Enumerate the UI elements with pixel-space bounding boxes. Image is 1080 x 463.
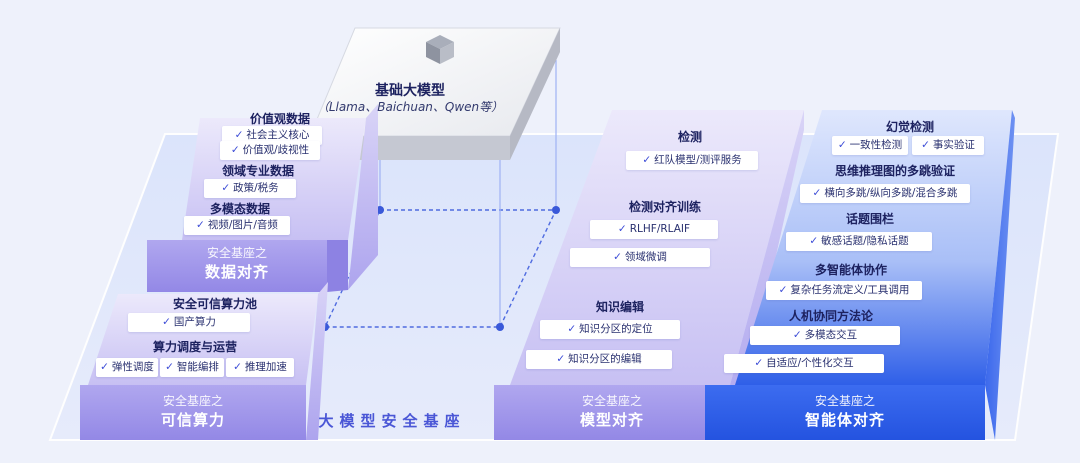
- pillar-footer: 安全基座之 智能体对齐: [804, 394, 885, 429]
- pillar-footer: 安全基座之 模型对齐: [579, 394, 644, 429]
- tag-item: ✓领域微调: [570, 248, 710, 267]
- group-heading: 检测: [677, 130, 702, 144]
- tag-item: ✓横向多跳/纵向多跳/混合多跳: [800, 184, 970, 203]
- tag-item: ✓弹性调度: [96, 358, 158, 377]
- check-icon: ✓: [617, 223, 627, 235]
- group-heading: 多模态数据: [209, 202, 270, 216]
- platform-title: 大模型安全基座: [318, 412, 466, 430]
- tag-item: ✓自适应/个性化交互: [724, 354, 884, 373]
- check-icon: ✓: [792, 329, 802, 341]
- check-icon: ✓: [234, 129, 244, 141]
- tag-item: ✓一致性检测: [832, 136, 908, 155]
- tag-item: ✓推理加速: [226, 358, 294, 377]
- check-icon: ✓: [230, 144, 240, 156]
- group-heading: 检测对齐训练: [628, 200, 701, 214]
- cube-icon: [426, 35, 454, 64]
- tag-item: ✓知识分区的编辑: [526, 350, 672, 369]
- tag-item: ✓价值观/歧视性: [220, 141, 320, 160]
- group-heading: 领域专业数据: [221, 164, 294, 178]
- check-icon: ✓: [196, 219, 205, 231]
- tag-item: ✓多模态交互: [750, 326, 900, 345]
- check-icon: ✓: [100, 361, 109, 373]
- tag-item: ✓事实验证: [912, 136, 984, 155]
- check-icon: ✓: [221, 182, 231, 194]
- pillar-footer: 安全基座之 数据对齐: [204, 246, 269, 281]
- foundation-model-subtitle: （Llama、Baichuan、Qwen等）: [316, 100, 504, 114]
- check-icon: ✓: [613, 251, 622, 263]
- tag-item: ✓国产算力: [128, 313, 250, 332]
- group-heading: 幻觉检测: [885, 120, 934, 134]
- tag-item: ✓复杂任务流定义/工具调用: [766, 281, 922, 300]
- group-heading: 算力调度与运营: [152, 340, 237, 354]
- tag-item: ✓视频/图片/音频: [184, 216, 290, 235]
- check-icon: ✓: [162, 316, 171, 328]
- check-icon: ✓: [754, 357, 764, 369]
- check-icon: ✓: [778, 284, 788, 296]
- tag-item: ✓智能编排: [160, 358, 224, 377]
- group-heading: 多智能体协作: [814, 263, 887, 277]
- tag-item: ✓敏感话题/隐私话题: [786, 232, 932, 251]
- foundation-model-title: 基础大模型: [375, 83, 445, 99]
- check-icon: ✓: [837, 139, 847, 151]
- group-heading: 人机协同方法论: [788, 309, 873, 323]
- check-icon: ✓: [921, 139, 930, 151]
- group-heading: 价值观数据: [249, 112, 310, 126]
- check-icon: ✓: [809, 235, 819, 247]
- group-heading: 知识编辑: [595, 300, 644, 314]
- tag-item: ✓社会主义核心: [222, 126, 322, 145]
- check-icon: ✓: [567, 323, 577, 335]
- check-icon: ✓: [556, 353, 566, 365]
- tag-item: ✓知识分区的定位: [540, 320, 680, 339]
- group-heading: 思维推理图的多跳验证: [834, 164, 955, 178]
- check-icon: ✓: [165, 361, 174, 373]
- tag-item: ✓RLHF/RLAIF: [590, 220, 718, 239]
- pillar-footer: 安全基座之 可信算力: [160, 394, 225, 429]
- check-icon: ✓: [642, 154, 652, 166]
- group-heading: 安全可信算力池: [172, 297, 257, 311]
- tag-item: ✓政策/税务: [204, 179, 296, 198]
- tag-item: ✓红队模型/测评服务: [626, 151, 758, 170]
- check-icon: ✓: [233, 361, 242, 373]
- check-icon: ✓: [812, 187, 822, 199]
- group-heading: 话题围栏: [845, 212, 894, 226]
